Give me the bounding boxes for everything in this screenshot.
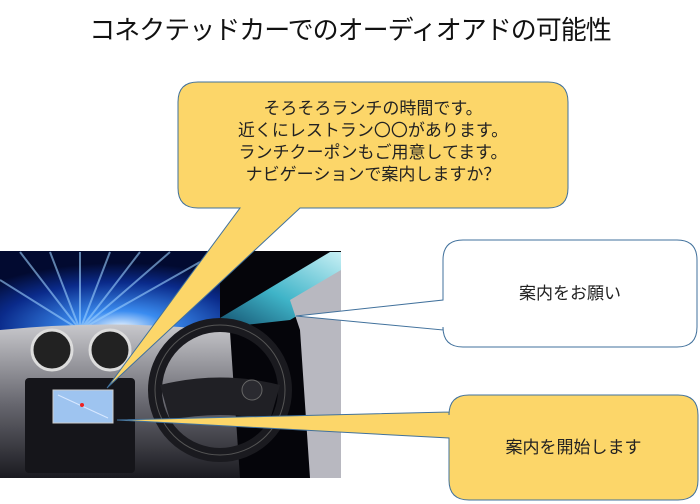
ad-message-bubble: そろそろランチの時間です。 近くにレストラン〇〇があります。 ランチクーポンもご… xyxy=(178,98,568,186)
user-reply-bubble: 案内をお願い xyxy=(519,284,621,304)
user-bubble-shape xyxy=(295,239,698,348)
ad-line: ナビゲーションで案内しますか？ xyxy=(245,165,501,185)
ad-line: ランチクーポンもご用意してます。 xyxy=(238,143,508,163)
air-vent xyxy=(30,328,74,372)
slide-title: コネクテッドカーでのオーディオアドの可能性 xyxy=(89,16,612,46)
system-reply-bubble: 案内を開始します xyxy=(505,438,642,458)
air-vent xyxy=(88,328,132,372)
ad-line: 近くにレストラン〇〇があります。 xyxy=(237,121,509,141)
ad-line: そろそろランチの時間です。 xyxy=(263,99,483,119)
ad-bubble-shape xyxy=(106,81,569,389)
system-bubble-shape xyxy=(116,394,699,501)
